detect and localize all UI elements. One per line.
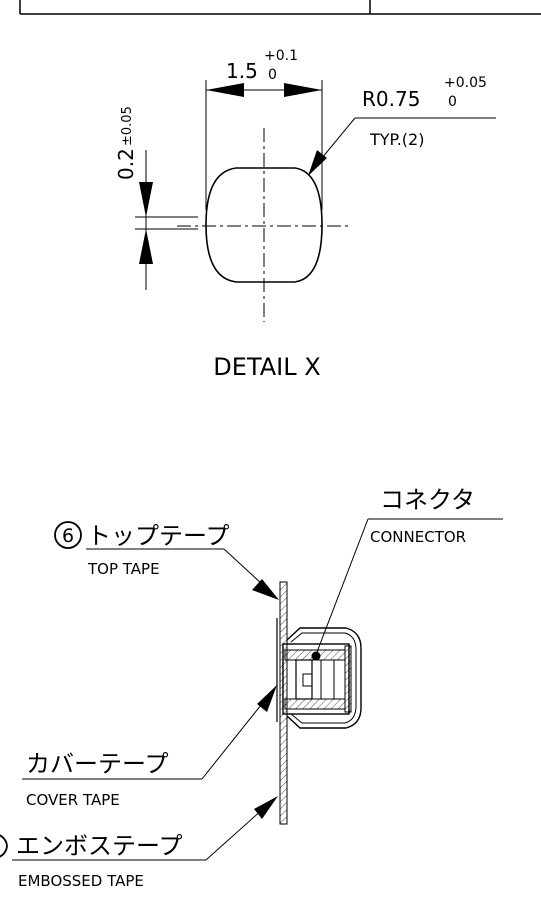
top-tape-label-jp: トップテープ — [87, 522, 230, 550]
height-tol: ±0.05 — [120, 106, 135, 146]
connector-label-jp: コネクタ — [380, 486, 475, 514]
connector-pin-dot — [311, 651, 321, 661]
top-tape-number-circle — [54, 521, 82, 549]
top-tape-number: 6 — [62, 525, 74, 547]
embossed-tape-arrow — [254, 796, 278, 819]
cover-tape-label-en: COVER TAPE — [26, 791, 120, 809]
pocket-inner-wall — [290, 632, 357, 724]
cover-tape-label-jp: カバーテープ — [26, 750, 169, 778]
radius-tol-lower: 0 — [448, 94, 457, 110]
width-tol-lower: 0 — [268, 67, 277, 83]
width-tol-upper: +0.1 — [264, 48, 298, 64]
connector-label-en: CONNECTOR — [370, 528, 466, 546]
connector-leader — [316, 518, 369, 653]
radius-arrow — [308, 150, 327, 176]
embossed-tape-label-jp: エンボステープ — [16, 832, 183, 860]
width-arrow-right — [284, 83, 322, 97]
title-block-border — [19, 0, 541, 15]
width-value: 1.5 — [226, 59, 258, 83]
tape-section: コネクタ CONNECTOR 6 トップテープ TOP TAPE カバーテープ … — [0, 486, 503, 890]
detail-title: DETAIL X — [213, 353, 320, 381]
pocket-outer-wall — [286, 627, 362, 729]
top-tape-label-en: TOP TAPE — [87, 560, 160, 578]
detail-x: 1.5 +0.1 0 0.2 ±0.05 R0.75 +0.05 0 TYP.(… — [114, 48, 496, 381]
height-arrow-bottom — [139, 229, 153, 264]
radius-note: TYP.(2) — [369, 130, 424, 149]
height-value: 0.2 — [114, 148, 138, 180]
top-tape-arrow — [252, 579, 279, 600]
radius-tol-upper: +0.05 — [444, 75, 487, 91]
embossed-tape-label-en: EMBOSSED TAPE — [18, 872, 144, 890]
cover-tape-arrow — [257, 685, 277, 712]
slot-outline — [205, 167, 323, 283]
width-arrow-left — [206, 83, 244, 97]
radius-value: R0.75 — [362, 87, 420, 111]
height-arrow-top — [139, 182, 153, 217]
